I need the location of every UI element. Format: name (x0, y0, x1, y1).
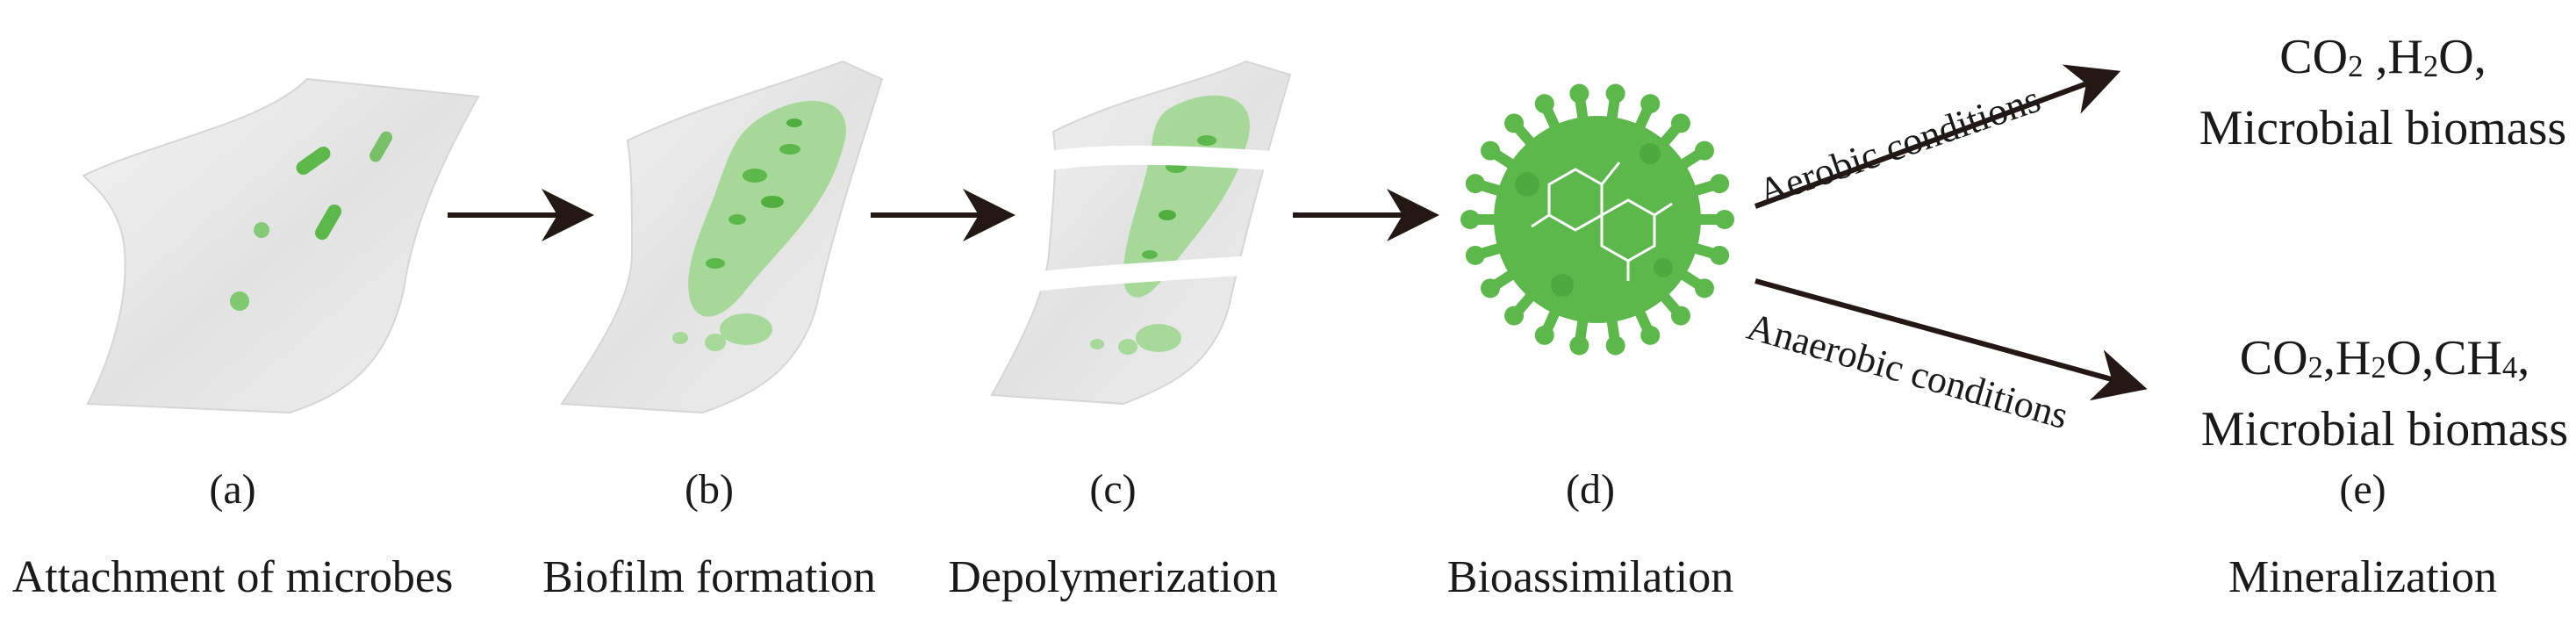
microbe-body (1494, 116, 1701, 323)
microbe-spike-tip (1481, 140, 1501, 161)
microbe-spike-tip (1640, 94, 1661, 114)
microbe-spikes (1460, 83, 1734, 356)
microbe-spike-tip (1481, 278, 1501, 299)
microbe-spike-tip (1670, 306, 1690, 326)
stage-name-c: Depolymerization (948, 552, 1278, 602)
stage-name-a: Attachment of microbes (11, 552, 454, 602)
stage-letter-d: (d) (1566, 466, 1615, 513)
stage-letter-a: (a) (209, 466, 256, 513)
microbe-spike-tip (1710, 245, 1730, 265)
stage-letter-c: (c) (1089, 466, 1137, 513)
sheet-a (82, 77, 480, 414)
aerobic-formula: CO2 ,H2O, (2279, 30, 2486, 84)
anaerobic-formula: CO2,H2O,CH4, (2239, 331, 2530, 385)
aerobic-biomass: Microbial biomass (2199, 101, 2567, 156)
microbe-spike-tip (1460, 210, 1480, 229)
microbe-spike-tip (1605, 83, 1625, 104)
microbe-d (1460, 83, 1734, 356)
anaerobic-biomass: Microbial biomass (2200, 402, 2569, 457)
sheet-b (560, 60, 884, 414)
microbe-cells-a (230, 131, 392, 311)
stage-letter-b: (b) (685, 466, 734, 513)
microbe-spike-tip (1605, 335, 1625, 356)
microbe-spike-tip (1569, 83, 1589, 104)
molecule-structure (1531, 162, 1673, 281)
stage-name-b: Biofilm formation (542, 552, 876, 602)
stage-letter-e: (e) (2339, 466, 2386, 513)
microbe-spike-tip (1715, 210, 1734, 229)
arrow-anaerobic (1754, 278, 2148, 401)
aerobic-products: CO2 ,H2O, Microbial biomass (2199, 26, 2566, 159)
tear-lower (977, 254, 1282, 299)
microbe-spike-tip (1640, 325, 1661, 345)
stage-name-d: Bioassimilation (1446, 552, 1734, 602)
microbe-spike-tip (1670, 113, 1690, 133)
sheet-c (977, 60, 1300, 406)
tear-upper (997, 145, 1300, 181)
microbe-spike-tip (1465, 245, 1485, 265)
microbe-spike-tip (1694, 140, 1714, 161)
microbe-spike-tip (1534, 325, 1554, 345)
microbe-spike-tip (1710, 174, 1730, 194)
arrow-aerobic (1754, 64, 2121, 209)
biofilm-b (672, 100, 846, 351)
microbe-spike-tip (1504, 113, 1525, 133)
microbe-spike-tip (1569, 335, 1589, 356)
microbe-spike-tip (1534, 94, 1554, 114)
microbe-spike-tip (1465, 174, 1485, 194)
microbe-spike-tip (1504, 306, 1525, 326)
stage-name-e: Mineralization (2228, 552, 2498, 602)
microbe-spike-tip (1694, 278, 1714, 299)
anaerobic-products: CO2,H2O,CH4, Microbial biomass (2201, 327, 2568, 460)
